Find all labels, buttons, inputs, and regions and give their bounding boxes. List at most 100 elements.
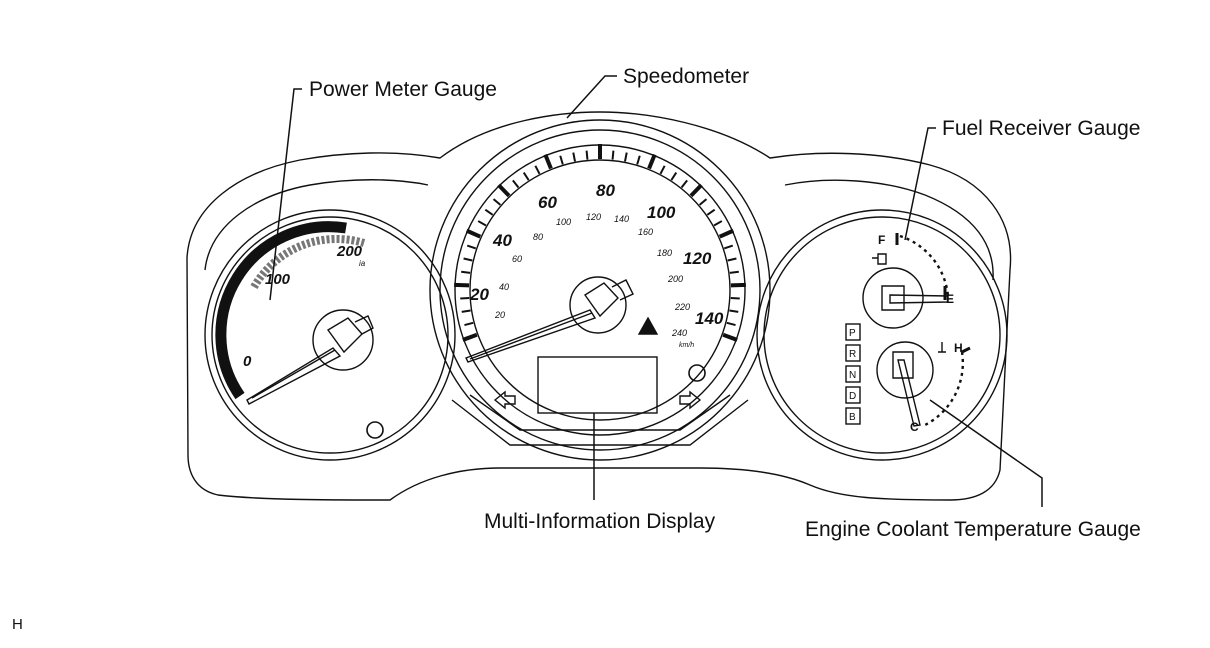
speedometer-tick — [559, 155, 564, 165]
speedometer-tick — [713, 220, 723, 227]
multi-information-display — [537, 356, 658, 414]
speedometer-tick — [464, 321, 474, 327]
speedometer-tick — [624, 152, 628, 162]
speedometer-tick — [543, 153, 553, 170]
kmh-label-200: 200 — [667, 274, 683, 284]
fuel-gauge — [862, 233, 950, 329]
power-needle-hub — [312, 309, 374, 371]
gear-indicator-box — [845, 386, 861, 404]
speedometer-tick — [647, 153, 657, 170]
cluster-inner-bezel — [204, 179, 994, 281]
fuel-empty-label: E — [946, 292, 954, 306]
multi-information-display-callout: Multi-Information Display — [484, 510, 716, 533]
fuel-receiver-gauge-callout: Fuel Receiver Gauge — [942, 117, 1141, 140]
gear-indicator-label: P — [849, 328, 856, 339]
power-needle — [246, 347, 342, 405]
speed-needle — [465, 309, 597, 363]
kmh-label-40: 40 — [499, 282, 509, 292]
kmh-label-140: 140 — [614, 214, 629, 224]
kmh-label-240: 240 — [671, 328, 687, 338]
speedometer-tick — [534, 165, 541, 175]
coolant-hot-label: H — [954, 341, 963, 355]
engine-coolant-temperature-gauge-callout: Engine Coolant Temperature Gauge — [805, 518, 1141, 541]
speedometer-tick — [512, 179, 520, 189]
speedometer-tick — [497, 183, 511, 198]
gear-indicator-label: R — [849, 349, 856, 360]
speedometer-tick — [698, 198, 708, 206]
warning-triangle-icon — [637, 316, 659, 335]
gear-indicator-label: B — [849, 412, 856, 423]
mph-label-140: 140 — [695, 309, 724, 328]
speedometer-lower-bezel — [451, 394, 749, 446]
mph-label-100: 100 — [647, 203, 676, 222]
power-indicator-lamp — [366, 421, 384, 439]
speedometer-tick — [461, 309, 471, 313]
kmh-label-180: 180 — [657, 248, 672, 258]
power-meter-gauge — [204, 209, 456, 461]
speed-unit-label: km/h — [679, 342, 694, 349]
leader-speedometer — [566, 75, 617, 119]
kmh-label-100: 100 — [556, 217, 571, 227]
left-turn-signal-icon — [493, 390, 516, 410]
speedometer-tick — [492, 198, 502, 206]
speedometer-tick — [461, 270, 471, 274]
speedometer-tick — [611, 150, 615, 160]
speedometer-tick-ring — [454, 144, 746, 342]
kmh-label-60: 60 — [512, 254, 522, 264]
gear-indicator-box — [845, 344, 861, 362]
fuel-pump-icon — [872, 253, 887, 265]
speedometer-tick — [670, 172, 678, 181]
speedometer-tick — [466, 244, 477, 250]
gear-indicator-label: N — [849, 370, 856, 381]
mph-label-120: 120 — [683, 249, 712, 268]
gear-indicator-label: D — [849, 391, 856, 402]
coolant-needle — [897, 359, 921, 427]
speedometer-callout: Speedometer — [623, 65, 750, 88]
speedometer-tick — [465, 228, 482, 239]
corner-mark: H — [12, 616, 23, 633]
speedometer-tick — [729, 309, 739, 313]
power-label-100: 100 — [265, 271, 291, 288]
speedometer-tick — [522, 172, 530, 181]
cluster-housing — [186, 111, 1012, 501]
speedometer-tick — [680, 179, 688, 189]
speedometer-tick — [689, 183, 703, 198]
speedometer-tick — [636, 155, 641, 165]
speedometer-tick — [462, 332, 478, 342]
kmh-label-80: 80 — [533, 232, 543, 242]
leader-coolant — [929, 399, 1043, 507]
speedometer-tick — [585, 150, 589, 160]
mph-label-60: 60 — [538, 193, 557, 212]
coolant-cold-label: C — [910, 420, 919, 434]
speedometer-tick — [727, 257, 737, 262]
coolant-gauge — [876, 341, 971, 427]
speedometer-tick — [484, 208, 494, 216]
leader-lines — [269, 75, 1043, 507]
mph-label-20: 20 — [469, 285, 489, 304]
speedometer-tick — [463, 257, 473, 262]
speedometer-tick — [460, 296, 470, 300]
leader-fuel — [904, 127, 936, 241]
speedometer-tick — [726, 321, 736, 327]
kmh-label-220: 220 — [674, 302, 690, 312]
speedometer-tick — [454, 282, 470, 288]
coolant-temp-icon — [938, 342, 946, 353]
speedometer-tick — [718, 228, 735, 239]
power-label-0: 0 — [243, 353, 252, 370]
speedometer-tick — [730, 282, 746, 288]
gear-indicator-box — [845, 407, 861, 425]
gear-indicator-box — [845, 365, 861, 383]
kmh-label-160: 160 — [638, 227, 653, 237]
gear-indicator-box — [845, 323, 861, 341]
speedometer-tick — [722, 332, 738, 342]
mph-label-80: 80 — [596, 181, 615, 200]
kmh-label-20: 20 — [494, 310, 505, 320]
speedometer-tick — [729, 270, 739, 274]
kmh-label-120: 120 — [586, 212, 601, 222]
fuel-full-label: F — [878, 233, 885, 247]
power-label-200: 200 — [336, 243, 363, 260]
power-unit-label: ia — [359, 259, 366, 268]
fuel-needle — [889, 294, 949, 304]
